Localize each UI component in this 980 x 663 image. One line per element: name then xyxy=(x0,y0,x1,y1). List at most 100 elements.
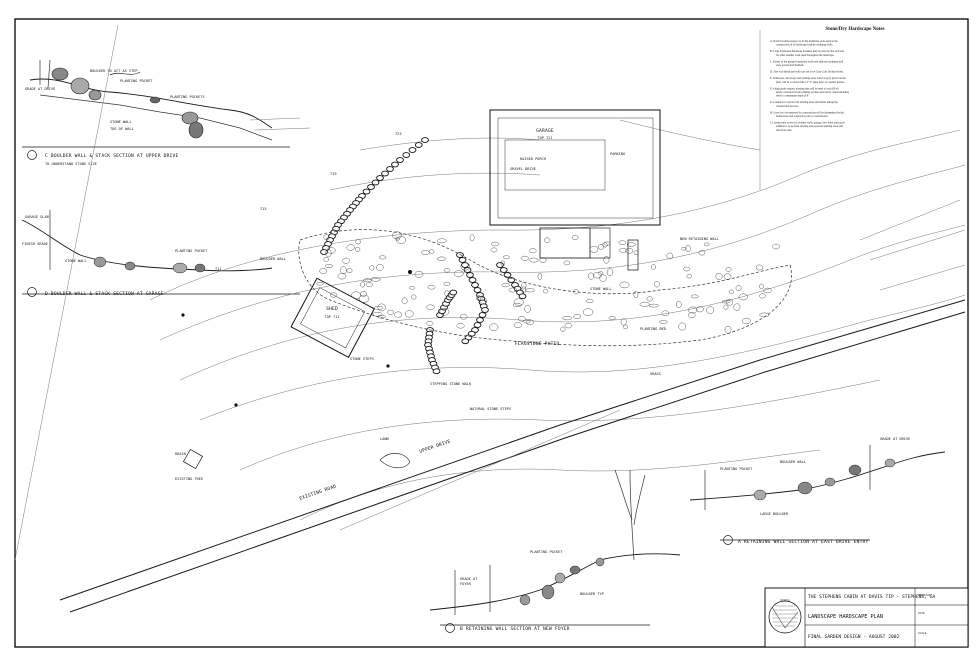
svg-text:723: 723 xyxy=(395,132,402,136)
boulder xyxy=(386,166,394,172)
flagstone xyxy=(370,277,381,282)
flagstone-patio xyxy=(316,231,780,334)
steps-note: NATURAL STONE STEPS xyxy=(470,407,511,411)
flagstone xyxy=(759,283,764,290)
flagstone xyxy=(618,240,627,245)
note-line: B. Large Tennessee fieldstone boulders m… xyxy=(770,50,845,53)
flagstone xyxy=(696,306,704,313)
grass-label: GRASS xyxy=(650,372,661,376)
flagstone xyxy=(456,323,465,329)
flagstone xyxy=(489,323,499,331)
boulder xyxy=(432,368,441,375)
flagstone xyxy=(666,252,674,260)
flagstone xyxy=(529,257,539,263)
shed-elev: TOP 711 xyxy=(324,315,339,319)
flagstone xyxy=(360,291,367,297)
boulder xyxy=(466,272,474,278)
boulder xyxy=(476,317,484,323)
patio-label: FLAGSTONE PATIO xyxy=(515,341,560,347)
garage-label: GARAGE xyxy=(536,128,554,134)
flagstone xyxy=(759,293,766,299)
flagstone xyxy=(411,294,417,300)
flagstone xyxy=(741,317,751,325)
flagstone xyxy=(427,284,436,290)
flagstone xyxy=(428,249,435,254)
north-label: NORTH xyxy=(780,598,789,602)
flagstone xyxy=(606,268,614,276)
flagstone xyxy=(325,249,332,258)
flagstone xyxy=(543,288,549,294)
flagstone xyxy=(469,234,475,242)
flagstone xyxy=(373,305,384,310)
flagstone xyxy=(608,316,616,320)
flagstone xyxy=(589,245,599,253)
flagstone xyxy=(560,326,566,332)
flagstone xyxy=(639,301,650,307)
note-line: plan, will be covered with a 2"-3" deep … xyxy=(776,81,845,84)
flagstone xyxy=(563,260,571,266)
flagstone xyxy=(460,262,471,271)
flagstone xyxy=(377,303,386,312)
flagstone xyxy=(537,273,543,280)
note-line: G. Contractor to protect all existing tr… xyxy=(770,101,839,104)
note-line: beds to a minimum depth of 8". xyxy=(776,95,810,98)
boulder xyxy=(421,137,429,143)
flagstone xyxy=(571,234,579,240)
section-b-sketch: PLANTING POCKET GRADE AT FOYER BOULDER T… xyxy=(429,550,681,633)
svg-text:GRADE AT: GRADE AT xyxy=(460,577,478,581)
svg-text:TOE OF WALL: TOE OF WALL xyxy=(110,127,134,131)
flagstone xyxy=(362,278,373,283)
flagstone xyxy=(698,250,706,256)
walk-label: STEPPING STONE WALK xyxy=(430,382,472,386)
drive-label: GRAVEL DRIVE xyxy=(510,167,536,171)
sheet-border xyxy=(14,18,969,648)
boulder xyxy=(449,289,458,296)
elevation-callouts: 723 719 715 711 xyxy=(215,132,402,271)
boulder xyxy=(402,152,411,158)
flagstone xyxy=(342,257,350,264)
flagstone xyxy=(394,311,403,318)
section-b-label: B RETAINING WALL SECTION AT NEW FOYER xyxy=(460,626,570,632)
flagstone xyxy=(763,287,772,294)
shed-structure: SHED TOP 711 xyxy=(290,277,375,359)
stepping-stones: STEPPING STONE WALK GRAVEL DRIVE STONE S… xyxy=(175,167,719,456)
flagstone xyxy=(683,266,691,272)
section-c-sublabel: TO UNDERSTAND STONE SIZE xyxy=(45,162,97,166)
flagstone xyxy=(598,244,605,250)
flagstone xyxy=(324,264,333,268)
flagstone xyxy=(524,305,531,313)
note-line: construction of all landscape boulder re… xyxy=(776,44,833,47)
note-line: F. A high grade organic planting mix wil… xyxy=(770,87,839,90)
flagstone xyxy=(378,255,387,260)
flagstone xyxy=(330,292,338,298)
flagstone xyxy=(633,250,639,255)
flagstone xyxy=(562,316,572,321)
flagstone xyxy=(525,319,534,325)
note-line: were poured and finished. xyxy=(776,64,804,67)
flagstone xyxy=(518,316,526,322)
flagstone xyxy=(603,241,611,246)
porch-label: RAISED PORCH xyxy=(520,157,546,161)
flagstone xyxy=(355,239,361,245)
flagstone xyxy=(443,281,451,286)
flagstone xyxy=(725,267,732,272)
flagstone xyxy=(678,322,687,331)
flagstone xyxy=(513,322,522,328)
flagstone xyxy=(491,241,499,247)
flagstone xyxy=(490,247,498,253)
flagstone xyxy=(346,244,355,251)
flagstone xyxy=(622,324,628,330)
flagstone xyxy=(648,303,659,308)
flagstone xyxy=(564,322,573,329)
note-line: E. Walkways, driveways and parking areas… xyxy=(770,77,847,80)
svg-text:BOULDER TYP: BOULDER TYP xyxy=(580,592,604,596)
notes-panel: Stone/Dry Hardscape Notes A. North Carol… xyxy=(759,27,885,190)
flagstone xyxy=(502,255,510,260)
boulder xyxy=(507,277,516,283)
boulder xyxy=(518,293,527,300)
boulder xyxy=(408,147,417,153)
flagstone xyxy=(392,231,402,240)
svg-text:GRADE AT DRIVE: GRADE AT DRIVE xyxy=(880,437,910,441)
flagstone xyxy=(586,299,594,304)
